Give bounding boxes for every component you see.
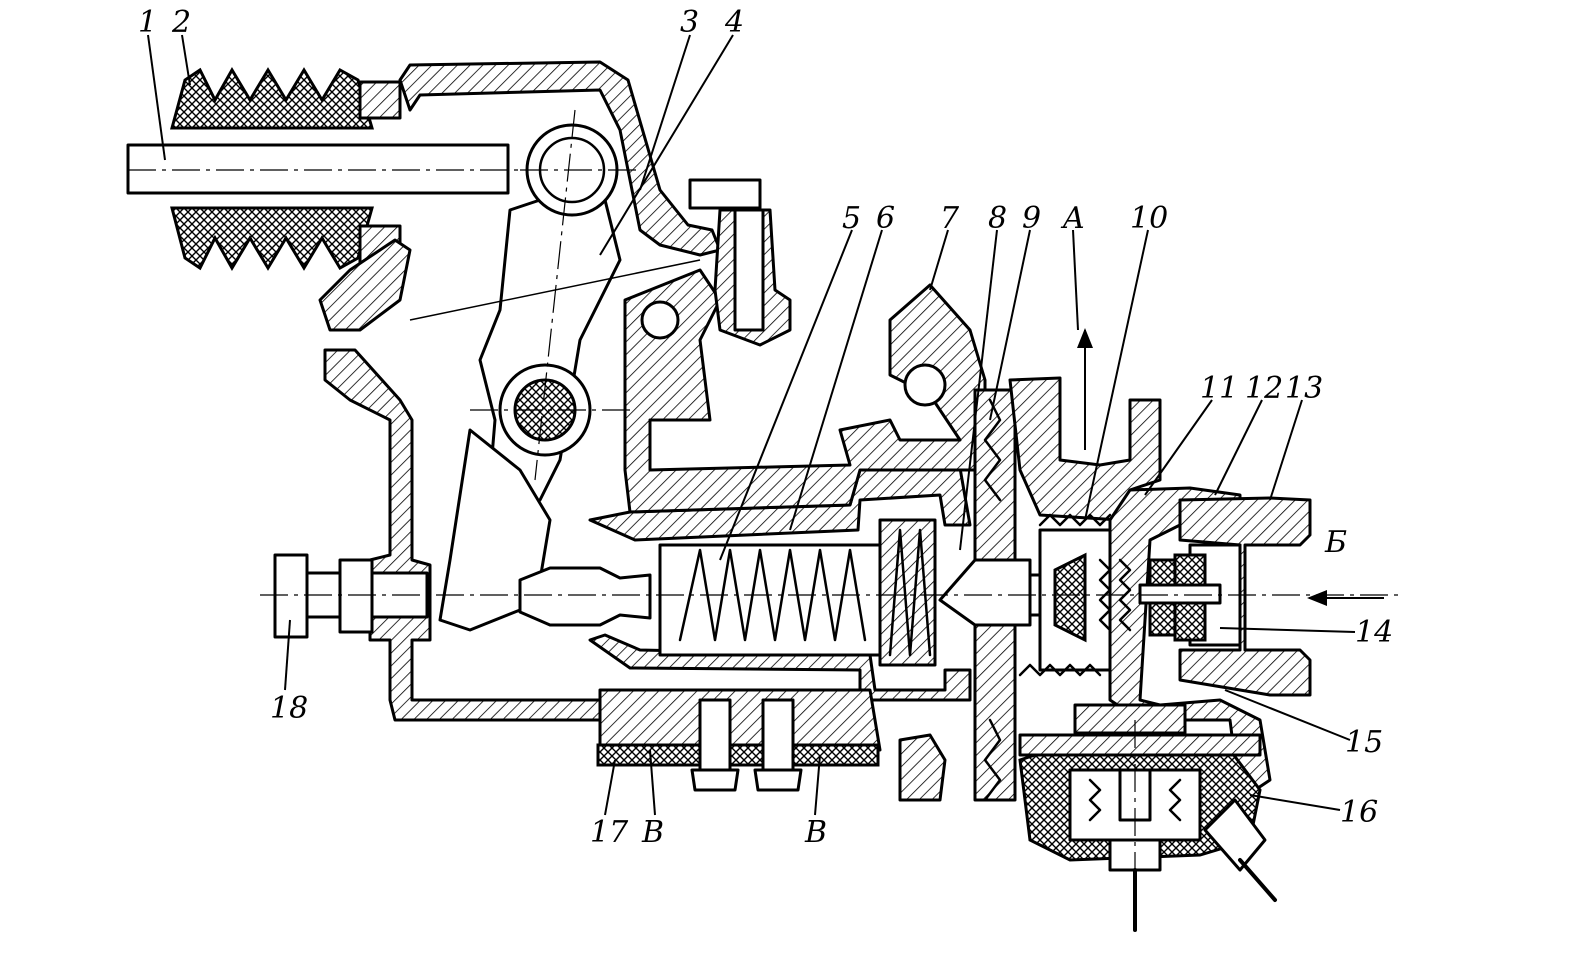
plunger (518, 566, 652, 627)
label-18: 18 (270, 691, 308, 726)
part-labels: 1 2 3 4 5 6 7 8 9 A 10 11 12 13 Б 14 15 … (138, 5, 1393, 850)
label-13: 13 (1285, 371, 1323, 406)
main-housing (323, 268, 987, 802)
spring-10 (1038, 513, 1112, 527)
spring-lower (1018, 663, 1102, 677)
gasket-17 (596, 743, 880, 767)
housing-lower-flange (598, 688, 882, 752)
label-10: 10 (1130, 201, 1168, 236)
inlet-housing (1098, 486, 1384, 802)
lower-boss (898, 733, 947, 802)
fitting-nut (688, 178, 762, 210)
lower-plate (1018, 733, 1262, 757)
fitting-bolt (733, 208, 765, 332)
lower-valve-16 (1018, 703, 1277, 932)
center-lines (128, 169, 1400, 930)
label-3: 3 (680, 5, 699, 40)
label-5: 5 (842, 201, 861, 236)
label-2: 2 (171, 5, 191, 40)
label-1: 1 (138, 5, 157, 40)
bolt-right (761, 698, 795, 772)
rod-and-bellows (126, 67, 510, 271)
label-14: 14 (1355, 615, 1393, 650)
bellows-upper (170, 67, 374, 130)
upper-valve-housing (1008, 376, 1162, 522)
label-B: Б (1324, 525, 1347, 560)
housing-bolt-hole-1 (640, 300, 680, 340)
label-12: 12 (1245, 371, 1283, 406)
lock-nut (338, 558, 374, 634)
angled-fitting (1203, 798, 1267, 872)
screw-head (273, 553, 309, 639)
spring-6 (888, 528, 932, 657)
label-V-right: В (804, 815, 827, 850)
top-fitting (688, 178, 792, 347)
piston-head (878, 518, 937, 667)
lower-valve-cap (1073, 703, 1187, 735)
label-15: 15 (1345, 725, 1383, 760)
push-rod (126, 143, 510, 195)
bellows-clamp-top (358, 80, 402, 120)
valve-cone-8 (938, 558, 1032, 627)
label-V-left: В (641, 815, 664, 850)
bottom-bolts (596, 698, 880, 792)
label-9: 9 (1022, 201, 1041, 236)
label-17: 17 (590, 815, 629, 850)
inlet-stem (1138, 583, 1222, 605)
label-4: 4 (724, 5, 744, 40)
label-16: 16 (1340, 795, 1378, 830)
label-7: 7 (940, 201, 960, 236)
piston-assembly (518, 518, 937, 667)
bolt-left (698, 698, 732, 772)
leader-lines (147, 34, 1356, 816)
bellows-lower (170, 206, 374, 271)
adjusting-screw (273, 553, 429, 639)
upper-lever-housing (318, 60, 722, 332)
label-A: A (1060, 201, 1085, 236)
housing-bolt-hole-2 (903, 363, 947, 407)
label-8: 8 (988, 201, 1007, 236)
spring-5 (678, 548, 867, 642)
label-11: 11 (1200, 371, 1238, 406)
label-6: 6 (876, 201, 895, 236)
